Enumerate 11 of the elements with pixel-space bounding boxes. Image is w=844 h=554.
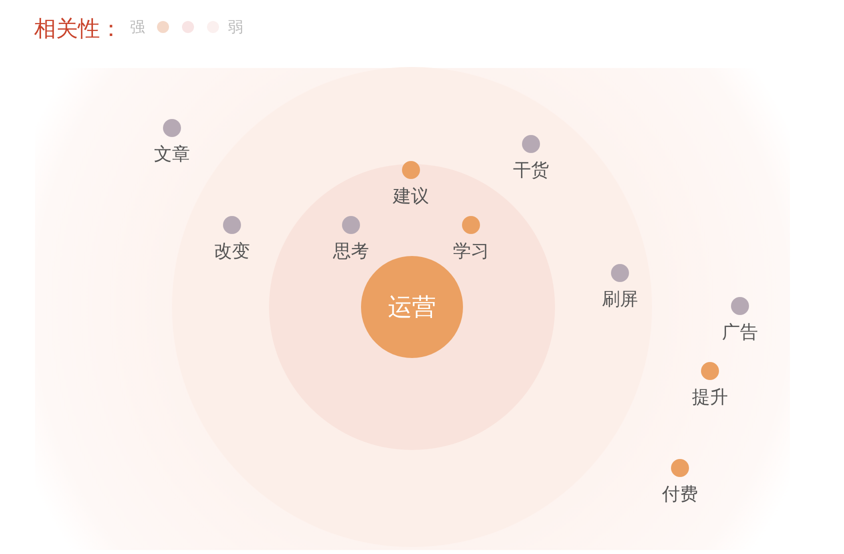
keyword-label: 刷屏 [602,290,638,310]
keyword-label: 广告 [722,323,758,343]
keyword-label: 改变 [214,242,250,262]
keyword-label: 建议 [393,187,429,207]
legend-title: 相关性： [34,16,122,44]
keyword-label: 文章 [154,145,190,165]
keyword-label: 提升 [692,388,728,408]
keyword-label: 干货 [513,161,549,181]
legend-text: 强 [130,18,145,37]
legend-text: 弱 [228,18,243,37]
keyword-label: 付费 [662,485,698,505]
